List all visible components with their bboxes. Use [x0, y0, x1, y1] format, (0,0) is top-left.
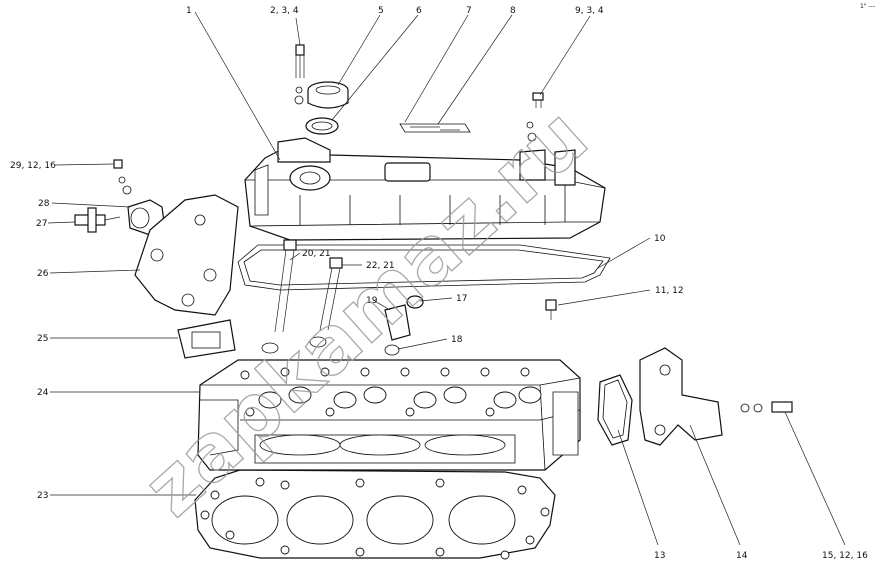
- callout-23: 23: [37, 491, 48, 501]
- callout-10: 10: [654, 234, 666, 244]
- callout-5: 5: [378, 6, 384, 16]
- lifting-bracket: [639, 347, 723, 446]
- head-bolt-22: [309, 257, 343, 348]
- leader-lines: [47, 11, 846, 546]
- head-bolt-hole: [400, 367, 410, 377]
- callout-24: 24: [37, 388, 49, 398]
- seal-ring-18: [384, 344, 400, 356]
- gasket-bolt-hole: [210, 490, 220, 500]
- flange-gasket-13: [597, 374, 633, 446]
- head-bolt-hole: [405, 407, 415, 417]
- label-plate: [399, 123, 471, 133]
- bolt-11-12: [545, 299, 557, 320]
- cylinder-head: [197, 359, 581, 471]
- callout-labels: 1 2, 3, 4 5 6 7 8 9, 3, 4 29, 12, 16 28 …: [10, 6, 868, 561]
- head-bolt-hole: [245, 407, 255, 417]
- valve-cover: [244, 137, 606, 241]
- valve-port: [518, 386, 542, 404]
- valve-port: [443, 386, 467, 404]
- gasket-bolt-hole: [280, 545, 290, 555]
- valve-port: [363, 386, 387, 404]
- valve-port: [333, 391, 357, 409]
- gasket-bolt-hole: [435, 547, 445, 557]
- corner-mark: 1" ---: [860, 3, 875, 10]
- bolt-15-12-16: [740, 401, 793, 413]
- valve-port: [288, 386, 312, 404]
- callout-6: 6: [416, 6, 422, 16]
- gasket-bolt-hole: [355, 547, 365, 557]
- callout-7: 7: [466, 6, 472, 16]
- bolt-9-3-4: [526, 92, 544, 142]
- callout-20-21: 20, 21: [302, 249, 331, 259]
- gasket-bolt-hole: [355, 478, 365, 488]
- cylinder-head-gasket: [194, 469, 556, 560]
- callout-19: 19: [366, 296, 378, 306]
- head-bolt-hole: [280, 367, 290, 377]
- callout-18: 18: [451, 335, 463, 345]
- head-bolt-hole: [320, 367, 330, 377]
- callout-28: 28: [38, 199, 50, 209]
- callout-22-21: 22, 21: [366, 261, 395, 271]
- gasket-bolt-hole: [500, 550, 510, 560]
- callout-17: 17: [456, 294, 467, 304]
- callout-25: 25: [37, 334, 48, 344]
- callout-9-3-4: 9, 3, 4: [575, 6, 604, 16]
- head-bolt-hole: [485, 407, 495, 417]
- gasket-bolt-hole: [255, 477, 265, 487]
- head-bolt-hole: [325, 407, 335, 417]
- callout-26: 26: [37, 269, 49, 279]
- filler-cap-seal: [305, 117, 339, 135]
- gasket-bolt-hole: [517, 485, 527, 495]
- head-bolt-hole: [440, 367, 450, 377]
- head-bolt-hole: [240, 370, 250, 380]
- head-bolt-hole: [480, 367, 490, 377]
- callout-13: 13: [654, 551, 665, 561]
- callout-11-12: 11, 12: [655, 286, 684, 296]
- valve-port: [413, 391, 437, 409]
- gasket-bolt-hole: [225, 530, 235, 540]
- pipe-fitting: [74, 207, 121, 233]
- head-bolt-hole: [360, 367, 370, 377]
- callout-2-3-4: 2, 3, 4: [270, 6, 299, 16]
- head-bolt-hole: [520, 367, 530, 377]
- injector-sleeve-19: [384, 304, 411, 341]
- valve-port: [258, 391, 282, 409]
- callout-29-12-16: 29, 12, 16: [10, 161, 56, 171]
- callout-1: 1: [186, 6, 192, 16]
- gasket-bolt-hole: [200, 510, 210, 520]
- callout-27: 27: [36, 219, 47, 229]
- gasket-bolt-hole: [525, 535, 535, 545]
- callout-15-12-16: 15, 12, 16: [822, 551, 868, 561]
- callout-14: 14: [736, 551, 748, 561]
- gasket-bolt-hole: [540, 507, 550, 517]
- bolt-29-12-16: [113, 159, 132, 195]
- oil-filler-cap: [307, 81, 349, 109]
- valve-port: [493, 391, 517, 409]
- manifold-bracket: [134, 194, 239, 316]
- head-bolt-20: [261, 239, 297, 354]
- flange-gasket: [177, 319, 236, 359]
- sleeve-17: [406, 295, 424, 309]
- gasket-bolt-hole: [435, 478, 445, 488]
- gasket-bolt-hole: [280, 480, 290, 490]
- callout-8: 8: [510, 6, 516, 16]
- bolt-2-3-4: [294, 44, 305, 105]
